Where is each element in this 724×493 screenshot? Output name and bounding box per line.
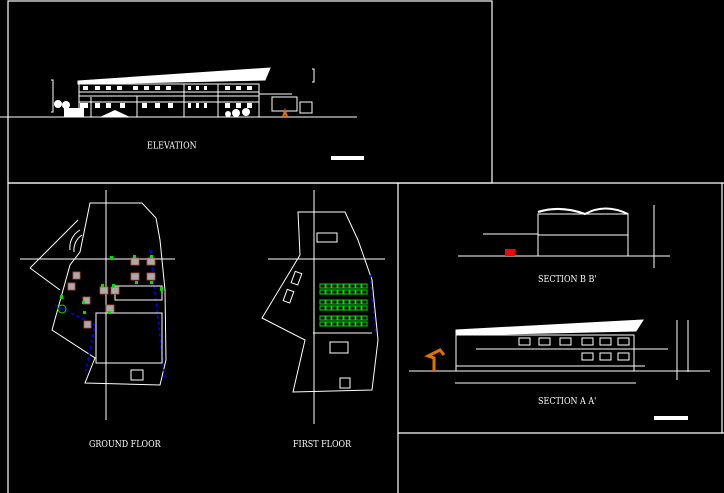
plan-outline: [261, 211, 379, 393]
seat: [355, 299, 362, 305]
seat: [337, 321, 344, 327]
seat: [325, 315, 332, 321]
plan-outline: [51, 202, 167, 386]
seat: [349, 289, 356, 295]
site-line: [29, 219, 79, 269]
landscape-trees: [54, 100, 250, 117]
seat: [349, 299, 356, 305]
meeting-table: [316, 232, 338, 243]
seat: [343, 289, 350, 295]
amphitheater-arc: [69, 229, 81, 251]
elevation-title: ELEVATION: [147, 140, 197, 151]
seat: [331, 283, 338, 289]
orange-tree: [282, 107, 288, 118]
seat: [361, 283, 368, 289]
desk: [282, 288, 295, 304]
chairs-green: [60, 255, 163, 314]
seat: [319, 315, 326, 321]
seat: [355, 305, 362, 311]
first-floor-plan[interactable]: [261, 190, 385, 424]
section-windows: [518, 337, 630, 361]
sheet-frames: [7, 0, 724, 493]
seat: [331, 321, 338, 327]
seat: [343, 283, 350, 289]
ground-floor-plan[interactable]: [20, 190, 175, 420]
seat: [343, 305, 350, 311]
glazing: [54, 304, 96, 376]
truck-box: [271, 96, 298, 112]
building-section: [455, 334, 635, 372]
red-car: [505, 249, 515, 256]
elevation-drawing[interactable]: [0, 67, 364, 160]
seat: [349, 283, 356, 289]
windows-lower: [80, 103, 252, 108]
section-bb-drawing[interactable]: [458, 205, 670, 268]
site-line: [29, 267, 61, 291]
scale-bar: [654, 416, 688, 420]
seat: [349, 305, 356, 311]
desk: [290, 270, 303, 286]
glazing: [369, 274, 377, 336]
seat: [325, 289, 332, 295]
seat: [337, 299, 344, 305]
seat: [349, 315, 356, 321]
scale-bar: [331, 156, 364, 160]
seat: [361, 299, 368, 305]
seat: [319, 321, 326, 327]
seat: [325, 305, 332, 311]
stair-box: [339, 377, 351, 389]
stair-box: [130, 369, 144, 381]
seat: [337, 305, 344, 311]
seat: [361, 321, 368, 327]
seat: [361, 289, 368, 295]
seat: [343, 315, 350, 321]
room-box: [329, 341, 349, 354]
seat: [331, 315, 338, 321]
seat: [337, 283, 344, 289]
ground-floor-title: GROUND FLOOR: [89, 439, 161, 450]
section-bb-title: SECTION B B': [538, 274, 597, 285]
seat: [355, 283, 362, 289]
auditorium-seats: [319, 283, 368, 327]
building-facade: [78, 83, 260, 118]
seat: [355, 321, 362, 327]
seat: [319, 283, 326, 289]
height-dimension: [312, 68, 315, 83]
seat: [349, 321, 356, 327]
section-aa-title: SECTION A A': [538, 396, 597, 407]
seat: [355, 315, 362, 321]
seat: [319, 305, 326, 311]
workstations: [67, 257, 156, 329]
roof: [455, 319, 644, 336]
seat: [331, 305, 338, 311]
seat: [355, 289, 362, 295]
green-symbol: [57, 304, 67, 314]
seat: [361, 315, 368, 321]
truck-cab: [299, 101, 313, 114]
curved-roof: [537, 207, 629, 216]
seat: [325, 321, 332, 327]
seat: [343, 299, 350, 305]
roof: [77, 67, 271, 85]
hall: [95, 312, 163, 364]
seat: [319, 299, 326, 305]
seat: [337, 315, 344, 321]
seat: [325, 283, 332, 289]
seat: [337, 289, 344, 295]
seat: [361, 305, 368, 311]
windows-upper: [83, 86, 252, 90]
seat: [343, 321, 350, 327]
seat: [331, 299, 338, 305]
first-floor-title: FIRST FLOOR: [293, 439, 352, 450]
seat: [319, 289, 326, 295]
seat: [331, 289, 338, 295]
orange-tree: [424, 348, 446, 371]
section-aa-drawing[interactable]: [409, 319, 710, 420]
amphitheater-arc: [73, 234, 83, 253]
height-dimension: [51, 79, 54, 113]
seat: [325, 299, 332, 305]
